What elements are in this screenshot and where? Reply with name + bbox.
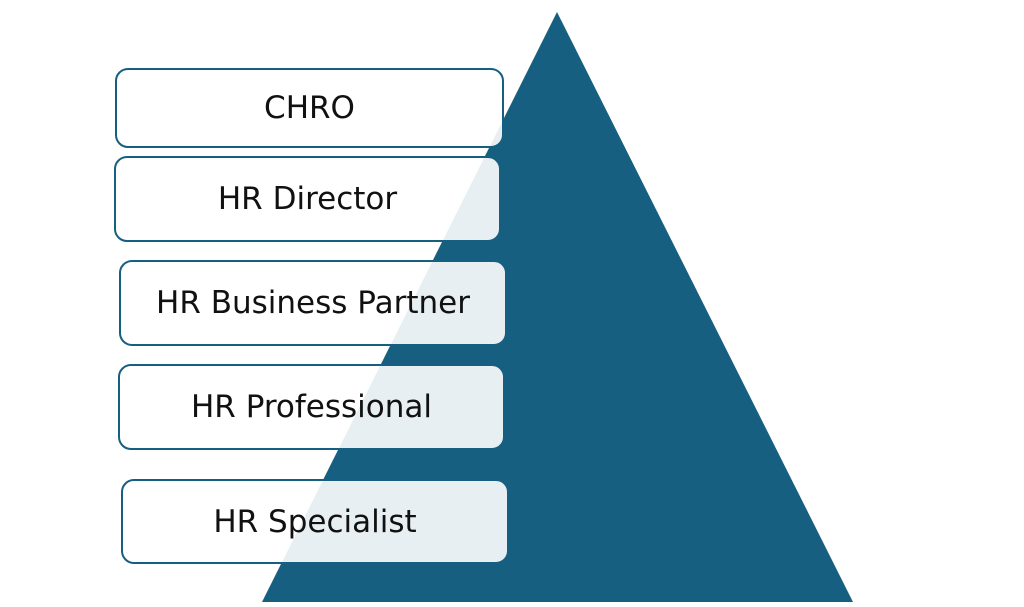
level-label: HR Professional bbox=[190, 389, 432, 425]
level-label: HR Director bbox=[217, 181, 398, 217]
level-hr-professional: HR Professional bbox=[118, 364, 505, 450]
pyramid-shape bbox=[262, 12, 853, 602]
level-hr-business-partner: HR Business Partner bbox=[119, 260, 507, 346]
level-chro: CHRO bbox=[115, 68, 504, 148]
level-label: CHRO bbox=[264, 90, 355, 126]
level-label: HR Business Partner bbox=[156, 285, 470, 321]
level-hr-specialist: HR Specialist bbox=[121, 479, 509, 564]
level-hr-director: HR Director bbox=[114, 156, 501, 242]
level-label: HR Specialist bbox=[213, 503, 417, 540]
